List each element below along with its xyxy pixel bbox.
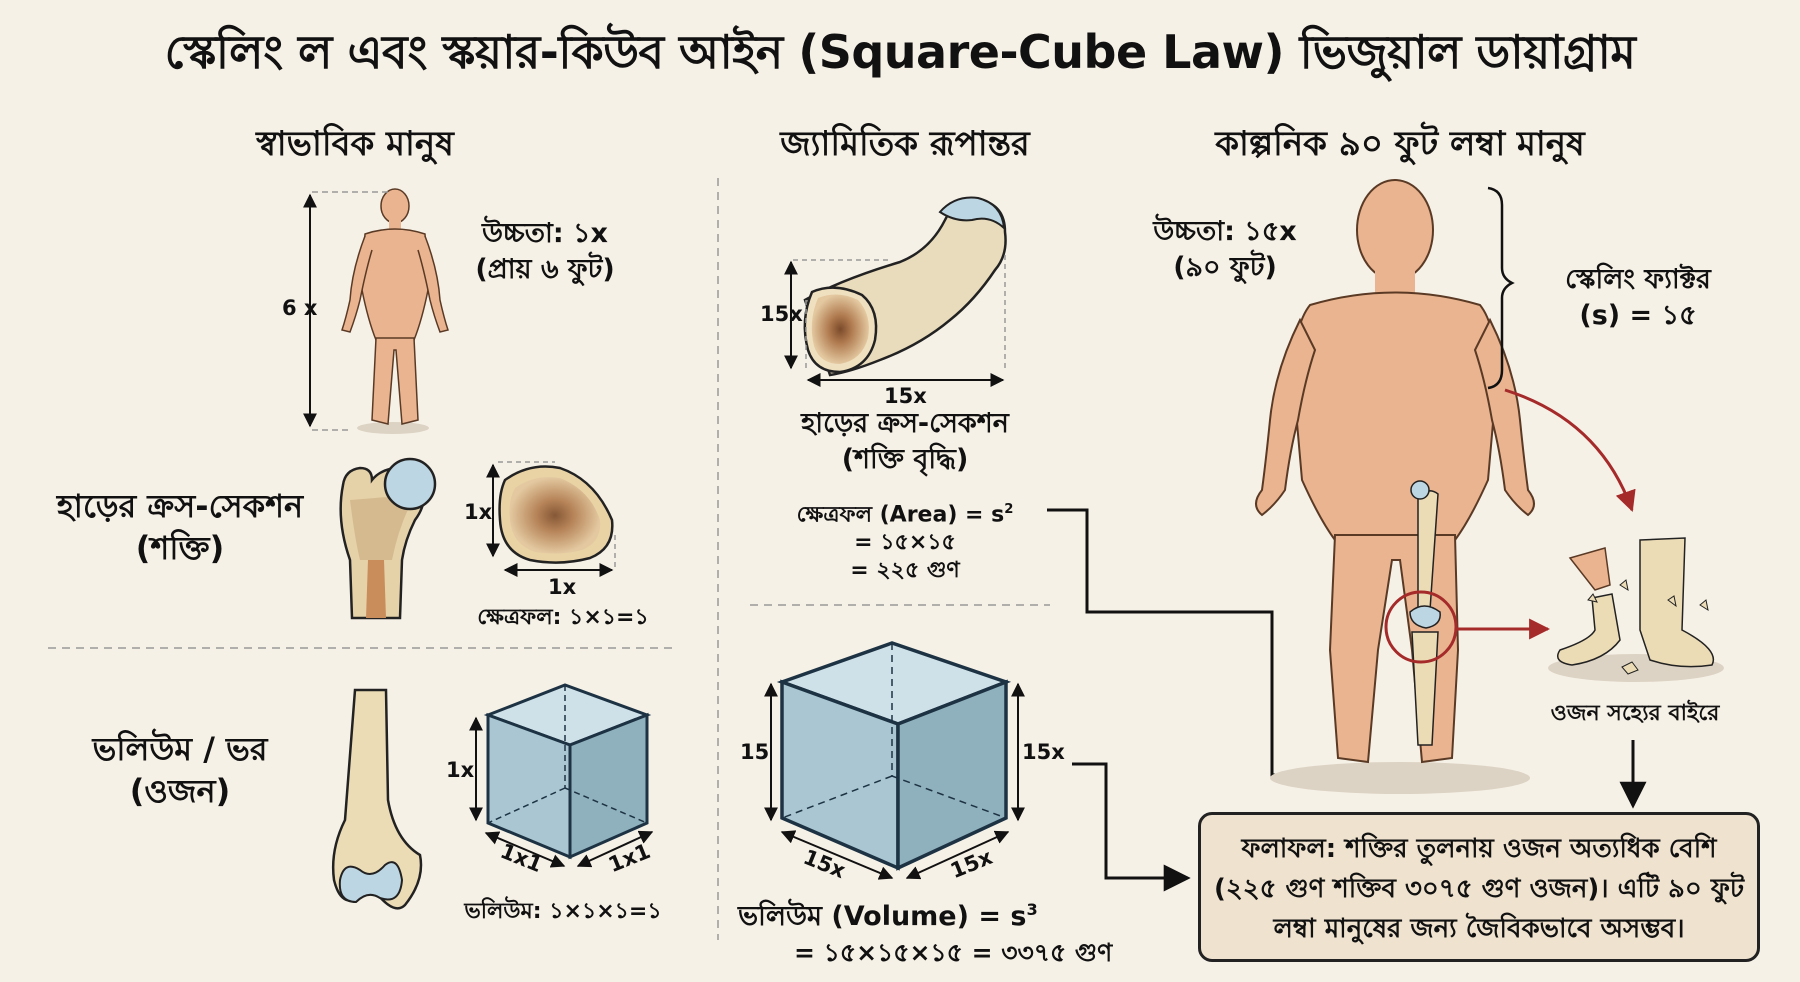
- normal-femur-section: [339, 457, 437, 620]
- result-line-2: (২২৫ গুণ শক্তিব ৩০৭৫ গুণ ওজন)। এটি ৯০ ফু…: [1213, 874, 1745, 904]
- connector-volume-to-result: [1072, 762, 1191, 892]
- result-line-3: লম্বা মানুষের জন্য জৈবিকভাবে অসম্ভব।: [1273, 914, 1685, 944]
- large-cube-dim-right: 15x: [1022, 740, 1065, 764]
- volume-formula: ভলিউম (Volume) = s3 = ১৫×১৫×১৫ = ৩৩৭৫ গু…: [738, 900, 1113, 967]
- large-cube-dim-left: 15: [740, 740, 770, 764]
- normal-height-dim: 6 x: [282, 296, 318, 320]
- result-line-1: ফলাফল: শক্তির তুলনায় ওজন অত্যধিক বেশি: [1241, 834, 1717, 864]
- area-formula: ক্ষেত্রফল (Area) = s2 = ১৫×১৫ = ২২৫ গুণ: [796, 502, 1014, 584]
- large-cube: [776, 641, 1012, 871]
- small-cube: [483, 683, 652, 860]
- scaling-to-break-arrow: [1504, 388, 1636, 512]
- scaled-bone-dim-v: 15x: [760, 302, 803, 326]
- normal-bone-dim-v: 1x: [464, 500, 493, 524]
- normal-bone-area: ক্ষেত্রফল: ১×১=১: [477, 605, 649, 630]
- giant-human-figure: [1255, 179, 1535, 794]
- normal-human-figure: [341, 188, 449, 434]
- small-cube-dim-v: 1x: [446, 758, 475, 782]
- broken-bones-label: ওজন সহ্যের বাইরে: [1550, 701, 1720, 726]
- scaled-bone-label: হাড়ের ক্রস-সেকশন (শক্তি বৃদ্ধি): [801, 408, 1009, 475]
- giant-height-label: উচ্চতা: ১৫x (৯০ ফুট): [1153, 216, 1297, 283]
- knee-highlight-circle: [1384, 590, 1458, 664]
- column-heading-giant: কাল্পনিক ৯০ ফুট লম্বা মানুষ: [1215, 124, 1585, 164]
- normal-volume-section-label: ভলিউম / ভর (ওজন): [92, 730, 268, 810]
- scaling-brace: [1487, 186, 1515, 390]
- connector-area-to-giant: [1047, 508, 1300, 777]
- scaling-factor-label: স্কেলিং ফ্যাক্টর (s) = ১৫: [1565, 264, 1711, 331]
- result-box: ফলাফল: শক্তির তুলনায় ওজন অত্যধিক বেশি (…: [1198, 812, 1760, 962]
- page-title: স্কেলিং ল এবং স্কয়ার-কিউব আইন (Square-C…: [164, 25, 1636, 79]
- normal-bone-section-label: হাড়ের ক্রস-সেকশন (শক্তি): [56, 487, 304, 567]
- broken-bones-illustration: [1548, 537, 1724, 682]
- normal-height-label: উচ্চতা: ১x (প্রায় ৬ ফুট): [475, 218, 615, 285]
- normal-bone-dim-h: 1x: [548, 575, 577, 599]
- column-heading-geometric: জ্যামিতিক রূপান্তর: [780, 124, 1030, 164]
- normal-bone-cross-section: [498, 465, 614, 564]
- small-cube-volume: ভলিউম: ১×১×১=১: [464, 899, 662, 924]
- scaled-bone-dim-h: 15x: [884, 384, 927, 408]
- normal-femur-shaft: [331, 688, 423, 910]
- scaled-bone-illustration: [803, 196, 1007, 377]
- column-heading-normal: স্বাভাবিক মানুষ: [256, 124, 454, 164]
